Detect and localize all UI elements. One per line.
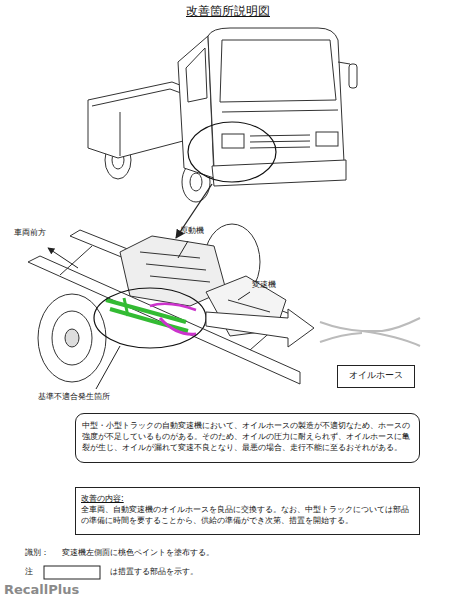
remedy-box: 改善の内容:全車両、自動変速機のオイルホースを良品に交換する。なお、中型トラック…: [75, 487, 420, 535]
box-text: 中型・小型トラックの自動変速機において、オイルホースの製造が不適切なため、ホース…: [82, 420, 413, 454]
hose-shape: [320, 318, 420, 331]
note-heading: 注: [25, 567, 33, 577]
oil-hose: [160, 318, 196, 334]
mirror: [349, 64, 357, 88]
oil-hose: [150, 304, 196, 310]
box-heading: 改善の内容:: [81, 493, 414, 504]
engine-detail: [140, 252, 210, 282]
leader-line: [238, 292, 250, 300]
location-label: 基準不適合発生箇所: [38, 392, 110, 402]
leader-line: [178, 241, 188, 258]
hose-shape: [362, 331, 420, 346]
windshield: [220, 40, 336, 102]
direction-label: 車両前方: [14, 228, 46, 238]
highlight-ellipse: [188, 122, 276, 182]
front-wheel-hub: [190, 173, 202, 191]
oil-hose-highlight: [106, 298, 196, 334]
bed-edge: [120, 112, 121, 156]
oil-hose: [110, 309, 188, 331]
direction-arrow: [48, 248, 78, 268]
note-text: は措置する部品を示す。: [110, 567, 198, 577]
box-text: 全車両、自動変速機のオイルホースを良品に交換する。なお、中型トラックについては部…: [81, 504, 414, 526]
cross-member: [60, 246, 92, 275]
note-text: 変速機左側面に桃色ペイントを塗布する。: [62, 548, 214, 558]
part-label: 原動機: [180, 226, 204, 236]
block-arrow: [206, 309, 314, 347]
part-name-box: オイルホース: [337, 365, 415, 388]
hose-picture: [320, 318, 420, 346]
wheel-rim: [52, 311, 92, 365]
grille-line: [250, 135, 310, 136]
front-wheel: [38, 294, 106, 382]
truck-illustration: [88, 28, 357, 202]
note-box: [44, 566, 100, 579]
zoom-arrow: [176, 184, 212, 238]
hose-shape: [320, 333, 362, 342]
description-box: 中型・小型トラックの自動変速機において、オイルホースの製造が不適切なため、ホース…: [75, 413, 420, 463]
part-label: 変速機: [252, 280, 276, 290]
diagram-title: 改善箇所説明図: [0, 4, 456, 20]
headlight: [316, 132, 338, 146]
oil-hose: [124, 298, 128, 316]
note-heading: 識別：: [25, 548, 49, 558]
grille-line: [250, 147, 310, 148]
grille-line: [250, 141, 310, 142]
watermark: RecallPlus: [4, 582, 79, 599]
headlight: [222, 134, 244, 148]
defect-ellipse: [94, 288, 206, 348]
mirror-arm: [338, 62, 350, 64]
box-text: オイルホース: [341, 369, 411, 382]
cab-line: [222, 110, 338, 112]
wheel-hub: [65, 329, 79, 347]
side-window: [186, 48, 207, 102]
chassis-illustration: [28, 224, 300, 384]
transmission-detail: [228, 300, 270, 312]
leader-line: [96, 346, 120, 389]
